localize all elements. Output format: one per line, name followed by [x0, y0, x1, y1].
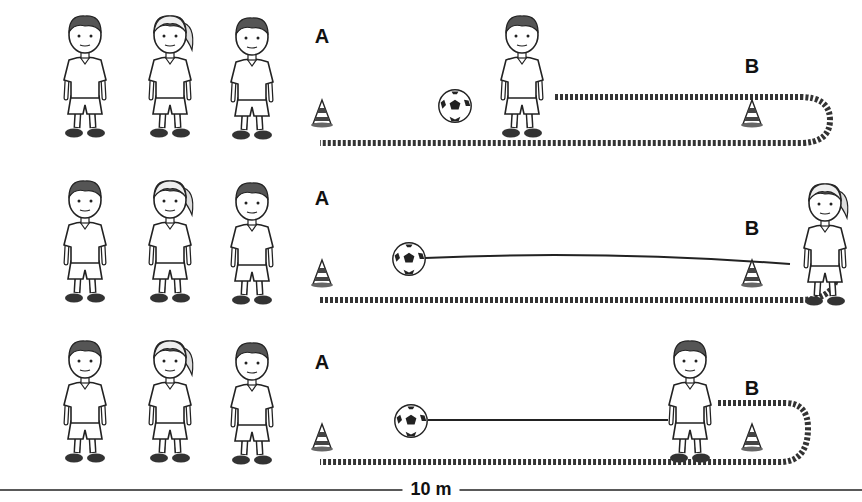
dimension-label: 10 m — [402, 478, 459, 500]
cone-label: B — [745, 218, 759, 238]
cone-label: B — [745, 378, 759, 398]
cone-label: B — [745, 56, 759, 76]
cone-label: A — [315, 352, 329, 372]
cone-label: A — [315, 188, 329, 208]
cone-label: A — [315, 26, 329, 46]
